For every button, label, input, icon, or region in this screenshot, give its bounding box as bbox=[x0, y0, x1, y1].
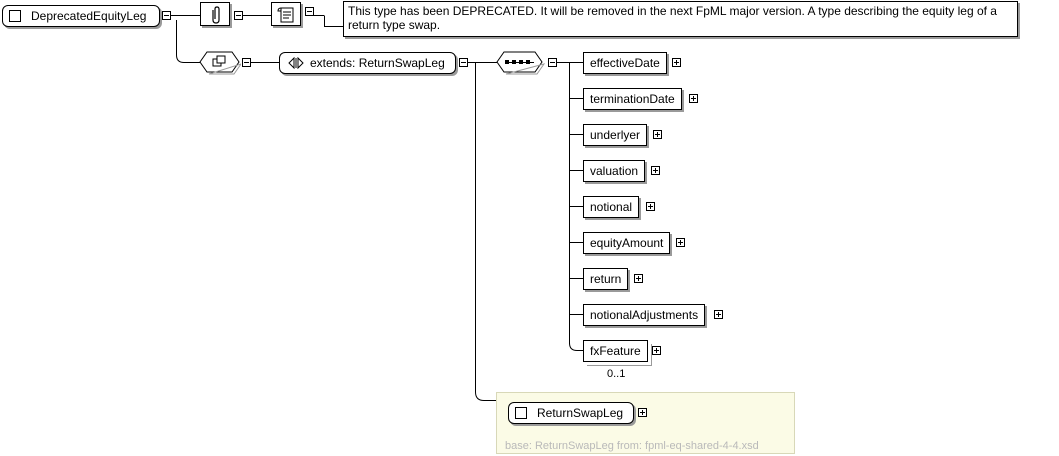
element-underlyer[interactable]: underlyer bbox=[583, 124, 648, 146]
element-label: notionalAdjustments bbox=[590, 308, 699, 322]
extension-node[interactable]: extends: ReturnSwapLeg bbox=[279, 52, 456, 74]
extension-icon bbox=[288, 57, 304, 69]
occurrence-label: 0..1 bbox=[607, 368, 626, 380]
element-label: effectiveDate bbox=[590, 56, 660, 70]
element-label: fxFeature bbox=[590, 344, 641, 358]
expand-toggle-equity-amount[interactable] bbox=[676, 238, 685, 247]
element-label: valuation bbox=[590, 164, 639, 178]
base-type-node[interactable]: ReturnSwapLeg bbox=[508, 402, 634, 424]
sequence-icon bbox=[505, 60, 534, 64]
element-label: equityAmount bbox=[590, 236, 664, 250]
expand-toggle-notional[interactable] bbox=[646, 202, 655, 211]
expand-toggle-valuation[interactable] bbox=[651, 166, 660, 175]
expand-toggle-fx-feature[interactable] bbox=[652, 346, 661, 355]
element-label: terminationDate bbox=[590, 92, 675, 106]
element-label: return bbox=[590, 272, 622, 286]
annotation-note: This type has been DEPRECATED. It will b… bbox=[343, 1, 1018, 37]
element-notional-adjustments[interactable]: notionalAdjustments bbox=[583, 304, 706, 326]
base-type-label: ReturnSwapLeg bbox=[537, 406, 624, 420]
type-square-icon bbox=[515, 407, 527, 419]
annotation-node[interactable] bbox=[271, 2, 301, 26]
expand-toggle-notional-adjustments[interactable] bbox=[714, 310, 723, 319]
element-valuation[interactable]: valuation bbox=[583, 160, 646, 182]
base-type-info: base: ReturnSwapLeg from: fpml-eq-shared… bbox=[505, 440, 759, 452]
sequence-node[interactable] bbox=[496, 51, 546, 75]
expand-toggle-underlyer[interactable] bbox=[653, 130, 662, 139]
element-label: underlyer bbox=[590, 128, 641, 142]
complex-content-node[interactable] bbox=[199, 51, 241, 75]
collapse-toggle-attributes[interactable] bbox=[234, 11, 243, 20]
documentation-icon bbox=[277, 7, 294, 23]
element-label: notional bbox=[590, 200, 633, 214]
annotation-text: This type has been DEPRECATED. It will b… bbox=[348, 4, 997, 32]
element-equity-amount[interactable]: equityAmount bbox=[583, 232, 671, 254]
expand-toggle-return[interactable] bbox=[634, 274, 643, 283]
element-notional[interactable]: notional bbox=[583, 196, 640, 218]
collapse-toggle-annotation[interactable] bbox=[305, 7, 314, 16]
type-square-icon bbox=[9, 10, 21, 22]
root-type-node[interactable]: DeprecatedEquityLeg bbox=[2, 5, 160, 27]
extension-label: extends: ReturnSwapLeg bbox=[310, 56, 445, 70]
collapse-toggle-extension[interactable] bbox=[459, 58, 468, 67]
element-effective-date[interactable]: effectiveDate bbox=[583, 52, 667, 74]
element-termination-date[interactable]: terminationDate bbox=[583, 88, 682, 110]
expand-toggle-base-type[interactable] bbox=[638, 408, 647, 417]
attributes-node[interactable] bbox=[200, 2, 230, 26]
paperclip-icon bbox=[212, 6, 220, 24]
collapse-toggle-sequence[interactable] bbox=[548, 58, 557, 67]
collapse-toggle-root[interactable] bbox=[162, 11, 171, 20]
element-return[interactable]: return bbox=[583, 268, 629, 290]
expand-toggle-effective-date[interactable] bbox=[672, 58, 681, 67]
expand-toggle-termination-date[interactable] bbox=[689, 94, 698, 103]
collapse-toggle-complex-content[interactable] bbox=[242, 58, 251, 67]
element-fx-feature[interactable]: fxFeature bbox=[583, 340, 648, 362]
root-type-label: DeprecatedEquityLeg bbox=[31, 9, 147, 23]
